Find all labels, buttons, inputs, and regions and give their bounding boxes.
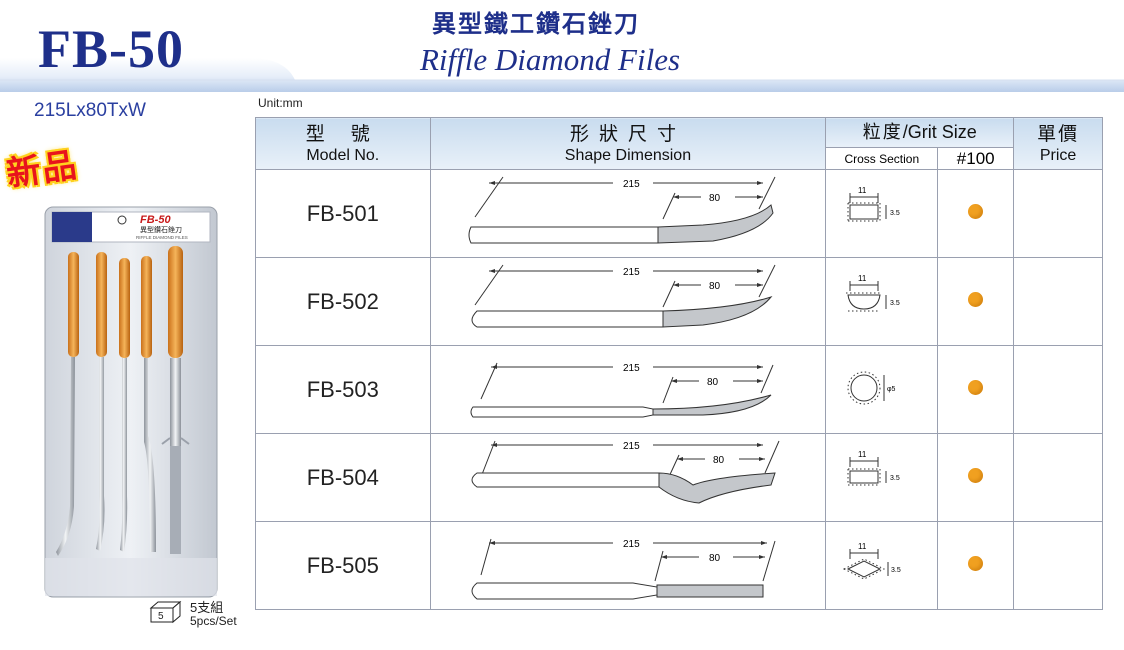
cross-section: φ5 xyxy=(825,345,939,434)
shape-header-cn: 形狀尺寸 xyxy=(569,122,686,145)
availability-dot xyxy=(968,555,984,571)
availability-dot xyxy=(968,203,984,219)
grit-header-cn: 粒度 xyxy=(862,122,903,143)
cross-section: 11 3.5 xyxy=(825,169,939,258)
price-cell xyxy=(1013,257,1103,346)
shape-drawing: 215 80 xyxy=(429,345,827,434)
grit-value-header: #100 xyxy=(937,147,1015,170)
table-row: FB-505 215 80 11 xyxy=(255,521,1103,610)
length-tip: 80 xyxy=(707,377,719,388)
cross-section-header: Cross Section xyxy=(825,147,939,170)
grit-available xyxy=(937,169,1015,258)
cross-section: 11 3.5 xyxy=(825,433,939,522)
section-width: 11 xyxy=(858,274,867,283)
length-tip: 80 xyxy=(709,553,721,564)
package-title-en: RIFFLE DIAMOND FILES xyxy=(136,235,188,240)
length-tip: 80 xyxy=(713,455,725,466)
section-thickness: 3.5 xyxy=(890,475,900,482)
shape-drawing: 215 80 xyxy=(429,433,827,522)
price-cell xyxy=(1013,433,1103,522)
length-total: 215 xyxy=(623,363,640,374)
shape-header-en: Shape Dimension xyxy=(564,146,692,164)
model-number: FB-503 xyxy=(255,345,431,434)
section-thickness: 3.5 xyxy=(891,567,901,574)
product-photo: FB-50 異型鑽石銼刀 RIFFLE DIAMOND FILES xyxy=(44,206,218,598)
title-english: Riffle Diamond Files xyxy=(420,42,681,77)
model-header-en: Model No. xyxy=(306,146,380,164)
package-brand: FB-50 xyxy=(140,214,171,226)
price-header-en: Price xyxy=(1039,146,1077,164)
grit-header-en: Grit Size xyxy=(907,122,977,142)
model-number: FB-501 xyxy=(255,169,431,258)
grit-available xyxy=(937,257,1015,346)
grit-header-sep: / xyxy=(902,122,908,142)
section-width: 11 xyxy=(858,542,867,551)
cross-section: 11 3.5 xyxy=(825,521,939,610)
new-product-badge: 新品 xyxy=(4,145,81,195)
section-width: 11 xyxy=(858,450,867,459)
model-header-cn: 型 號 xyxy=(305,122,380,145)
spec-table: 型 號 Model No. 形狀尺寸 Shape Dimension 粒度/Gr… xyxy=(255,117,1103,610)
set-count-en: 5pcs/Set xyxy=(190,614,237,628)
cross-section: 11 3.5 xyxy=(825,257,939,346)
length-tip: 80 xyxy=(709,281,721,292)
availability-dot xyxy=(968,467,984,483)
size-spec: 215Lx80TxW xyxy=(34,100,146,121)
length-total: 215 xyxy=(623,267,640,278)
shape-drawing: 215 80 xyxy=(429,169,827,258)
model-number: FB-505 xyxy=(255,521,431,610)
section-thickness: 3.5 xyxy=(890,210,900,217)
box-icon: 5 xyxy=(149,600,182,624)
model-number: FB-504 xyxy=(255,433,431,522)
title-chinese: 異型鐵工鑽石銼刀 xyxy=(432,10,640,38)
shape-header: 形狀尺寸 Shape Dimension xyxy=(429,117,827,170)
table-row: FB-502 215 80 11 xyxy=(255,257,1103,346)
table-row: FB-504 215 80 11 xyxy=(255,433,1103,522)
length-total: 215 xyxy=(623,539,640,550)
price-cell xyxy=(1013,521,1103,610)
unit-label: Unit:mm xyxy=(258,96,303,110)
section-width: 11 xyxy=(858,186,867,195)
model-header: 型 號 Model No. xyxy=(255,117,431,170)
price-header-cn: 單價 xyxy=(1037,122,1080,145)
length-total: 215 xyxy=(623,441,640,452)
price-cell xyxy=(1013,345,1103,434)
length-total: 215 xyxy=(623,179,640,190)
package-title-cn: 異型鑽石銼刀 xyxy=(140,225,182,234)
set-count-cn: 5支組 xyxy=(190,600,224,615)
grit-header: 粒度/Grit Size xyxy=(825,117,1015,148)
grit-available xyxy=(937,433,1015,522)
length-tip: 80 xyxy=(709,193,721,204)
grit-available xyxy=(937,345,1015,434)
model-number: FB-502 xyxy=(255,257,431,346)
shape-drawing: 215 80 xyxy=(429,257,827,346)
availability-dot xyxy=(968,291,984,307)
price-header: 單價 Price xyxy=(1013,117,1103,170)
header-band xyxy=(0,58,1124,92)
section-thickness: 3.5 xyxy=(890,300,900,307)
model-title: FB-50 xyxy=(38,19,184,79)
shape-drawing: 215 80 xyxy=(429,521,827,610)
grit-available xyxy=(937,521,1015,610)
box-count: 5 xyxy=(158,611,164,622)
price-cell xyxy=(1013,169,1103,258)
table-row: FB-503 215 80 φ5 xyxy=(255,345,1103,434)
section-diameter: φ5 xyxy=(887,386,896,393)
availability-dot xyxy=(968,379,984,395)
table-row: FB-501 215 80 11 xyxy=(255,169,1103,258)
